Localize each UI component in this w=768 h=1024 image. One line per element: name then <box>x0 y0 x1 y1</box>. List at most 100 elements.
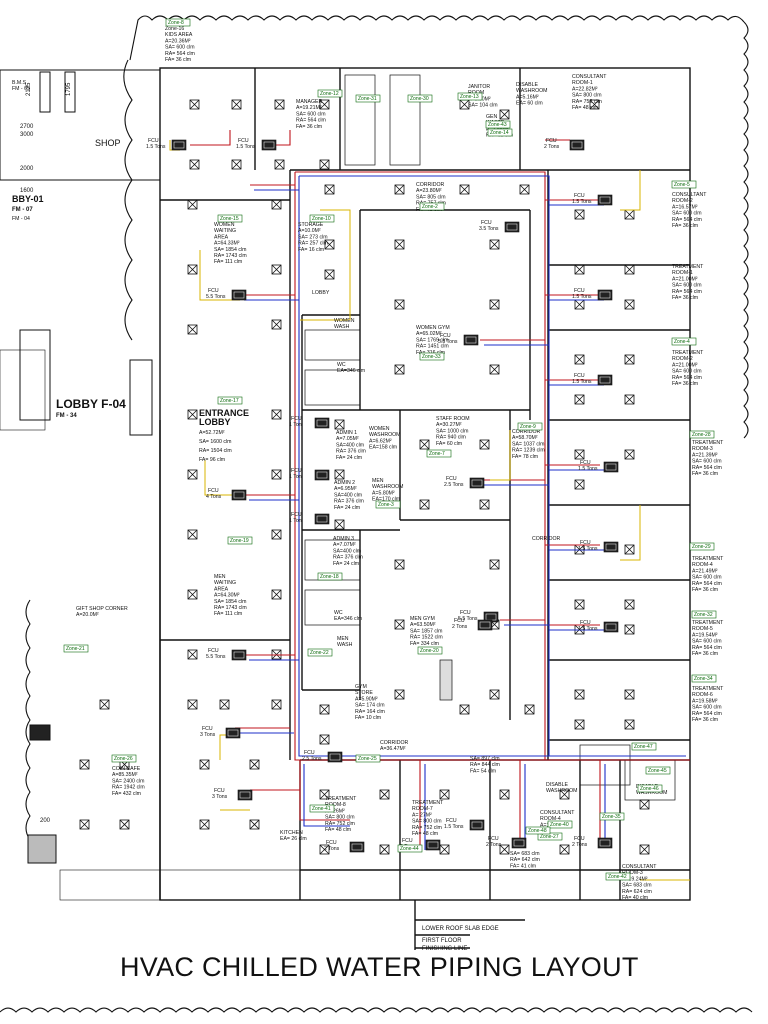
room-label-men-wash: MEN <box>337 636 349 642</box>
diffuser-symbol <box>639 799 650 810</box>
diffuser-symbol <box>499 789 510 800</box>
diffuser-symbol <box>271 319 282 330</box>
diffuser-symbol <box>394 559 405 570</box>
room-label-admin3: RA= 376 clm <box>333 555 363 561</box>
room-label-admin2: FA= 24 clm <box>334 505 360 511</box>
room-label-consult4: CONSULTANT <box>540 810 575 816</box>
room-label-women-washroom: EA=158 clm <box>369 445 397 451</box>
room-label-treat6: TREATMENT <box>692 686 724 692</box>
room-label-women-washroom: WASHROOM <box>369 432 401 438</box>
fcu-label: FCU <box>440 333 451 339</box>
zone-label: Zone-2 <box>422 204 438 210</box>
diffuser-symbol <box>624 299 635 310</box>
zone-tag: Zone-32 <box>691 610 717 619</box>
fcu-capacity: 5.5 Tons <box>206 294 226 300</box>
zone-tag: Zone-8 <box>165 18 191 27</box>
fcu-label: FCU <box>208 648 219 654</box>
diffuser-symbol <box>324 184 335 195</box>
fcu-capacity: 4 Tons <box>206 494 222 500</box>
diffuser-symbol <box>574 209 585 220</box>
diffuser-symbol <box>187 324 198 335</box>
room-label-admin3: A=7.07M² <box>333 542 356 548</box>
diffuser-symbol <box>574 599 585 610</box>
fcu-label: FCU <box>574 373 585 379</box>
fcu-capacity: 2 Tons <box>324 846 340 852</box>
fcu-capacity: 2 Tons <box>572 842 588 848</box>
diffuser-symbol <box>459 99 470 110</box>
diffuser-grid <box>79 99 650 855</box>
room-label-wc-bot: EA=346 clm <box>334 616 362 622</box>
room-label-men-wait: FA= 111 clm <box>214 611 242 617</box>
room-label-treat1: A=21.00M² <box>672 276 698 282</box>
zone-tag: Zone-40 <box>547 820 573 829</box>
fcu-capacity: 1 Ton <box>289 474 302 480</box>
zone-tag: Zone-46 <box>637 784 663 793</box>
diffuser-symbol <box>187 589 198 600</box>
diffuser-symbol <box>439 789 450 800</box>
room-label-admin1: RA= 376 clm <box>336 449 366 455</box>
diffuser-symbol <box>489 364 500 375</box>
room-label-treat5: A=19.54M² <box>692 632 718 638</box>
room-label-janitor: SA= 104 clm <box>468 103 498 109</box>
room-label-admin1: ADMIN 1 <box>336 430 357 436</box>
diffuser-symbol <box>559 844 570 855</box>
room-label-gift: A=20.0M² <box>76 612 99 618</box>
fcu-label: FCU <box>304 750 315 756</box>
zone-label: Zone-28 <box>692 432 711 438</box>
fcu-label: FCU <box>402 838 413 844</box>
zone-label: Zone-26 <box>114 756 133 762</box>
zone-label: Zone-7 <box>429 451 445 457</box>
zone-tag: Zone-3 <box>375 500 401 509</box>
fcu-label: FCU <box>574 836 585 842</box>
diffuser-symbol <box>271 529 282 540</box>
room-label-corridor-mid: FA= 78 clm <box>512 454 538 460</box>
zone-label: Zone-31 <box>358 96 377 102</box>
fcu-capacity: 2.5 Tons <box>444 482 464 488</box>
zone-tag: Zone-31 <box>355 94 381 103</box>
fcu-label: FCU <box>546 138 557 144</box>
zone-label: Zone-5 <box>674 182 690 188</box>
room-label-consult3: ROOM-3 <box>622 870 643 876</box>
diffuser-symbol <box>187 264 198 275</box>
zone-label: Zone-12 <box>320 91 339 97</box>
room-label-disable-wash-top: DISABLE <box>516 82 538 88</box>
room-label-treat7: A= 27M² <box>412 812 432 818</box>
room-label-women-wait: A=64.33M² <box>214 241 240 247</box>
room-label-treat3: A=21.39M² <box>692 452 718 458</box>
zone-label: Zone-4 <box>674 339 690 345</box>
room-label-treat3: SA= 600 clm <box>692 459 722 465</box>
fcu-label: FCU <box>291 512 302 518</box>
room-label-men-wait: MEN <box>214 574 226 580</box>
room-label-lobby-lbl: LOBBY <box>312 290 330 296</box>
diffuser-symbol <box>271 589 282 600</box>
diffuser-symbol <box>624 544 635 555</box>
room-label-admin1: SA=400 clm <box>336 442 364 448</box>
room-label-men-wait: AREA <box>214 586 229 592</box>
room-label-women-gym: SA= 1769 clm <box>416 337 448 343</box>
diffuser-symbol <box>624 394 635 405</box>
fcu-label: FCU <box>446 476 457 482</box>
zone-label: Zone-9 <box>520 424 536 430</box>
room-label-treat2: TREATMENT <box>672 350 704 356</box>
room-label-manager: SA= 600 clm <box>296 111 326 117</box>
diffuser-symbol <box>479 439 490 450</box>
room-label-women-gym: WOMEN GYM <box>416 325 450 331</box>
dim-2700: 2700 <box>20 124 34 130</box>
room-label-women-wait: RA= 1743 clm <box>214 253 247 259</box>
room-label-gift: GIFT SHOP CORNER <box>76 606 128 612</box>
zone-label: Zone-21 <box>66 646 85 652</box>
zone-label: Zone-10 <box>312 216 331 222</box>
fcu-capacity: 1.5 Tons <box>572 199 592 205</box>
fcu-capacity: 1 Ton <box>289 422 302 428</box>
fcu-label: FCU <box>148 138 159 144</box>
diffuser-symbol <box>394 239 405 250</box>
zone-tag: Zone-48 <box>525 826 551 835</box>
diffuser-symbol <box>624 689 635 700</box>
